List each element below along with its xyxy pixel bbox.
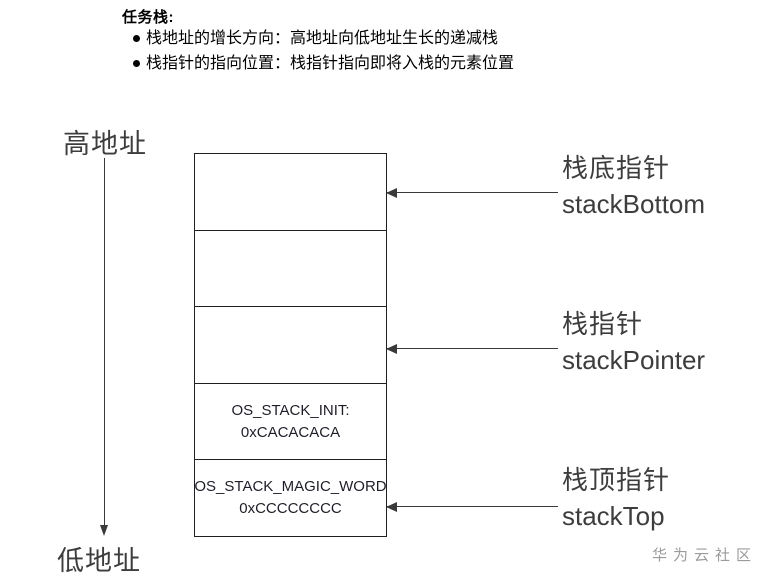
stack-top-label-en: stackTop [562, 501, 665, 531]
address-direction-arrow-icon [100, 158, 108, 536]
stack-pointer-arrow-icon [386, 343, 558, 354]
stack-cell-empty-1 [195, 154, 386, 230]
stack-cell-empty-3 [195, 306, 386, 383]
stack-top-label: 栈顶指针 stackTop [562, 462, 670, 534]
stack-bottom-label: 栈底指针 stackBottom [562, 150, 705, 222]
stack-pointer-label: 栈指针 stackPointer [562, 306, 705, 378]
bullet-text: 栈地址的增长方向：高地址向低地址生长的递减栈 [146, 30, 499, 47]
low-address-label: 低地址 [57, 546, 141, 576]
stack-pointer-label-en: stackPointer [562, 345, 706, 375]
stack-cell-init-line1: OS_STACK_INIT: [231, 401, 350, 419]
stack-cell-empty-2 [195, 229, 386, 307]
stack-top-label-cn: 栈顶指针 [562, 465, 671, 495]
bullet-icon [133, 60, 140, 67]
stack-cell-init: OS_STACK_INIT: 0xCACACACA [195, 382, 386, 460]
bullet-item: 栈指针的指向位置：栈指针指向即将入栈的元素位置 [133, 54, 514, 74]
stack-bottom-label-en: stackBottom [562, 189, 706, 219]
stack-cell-magic-line2: 0xCCCCCCCC [239, 500, 342, 518]
stack-cell-init-line2: 0xCACACACA [240, 423, 341, 441]
high-address-label: 高地址 [63, 129, 147, 159]
stack-pointer-label-cn: 栈指针 [562, 309, 644, 339]
huawei-cloud-watermark: 华为云社区 [652, 547, 758, 564]
bullet-text: 栈指针的指向位置：栈指针指向即将入栈的元素位置 [146, 55, 515, 72]
stack-bottom-label-cn: 栈底指针 [562, 153, 671, 183]
stack-top-arrow-icon [386, 501, 558, 512]
bullet-icon [133, 35, 140, 42]
stack-cell-magic-word: OS_STACK_MAGIC_WORD 0xCCCCCCCC [194, 459, 387, 536]
diagram-title: 任务栈: [122, 9, 174, 26]
bullet-item: 栈地址的增长方向：高地址向低地址生长的递减栈 [133, 29, 498, 49]
stack-cell-magic-line1: OS_STACK_MAGIC_WORD [194, 478, 387, 496]
stack-memory-box: OS_STACK_INIT: 0xCACACACA OS_STACK_MAGIC… [194, 153, 387, 537]
stack-bottom-arrow-icon [386, 187, 558, 198]
